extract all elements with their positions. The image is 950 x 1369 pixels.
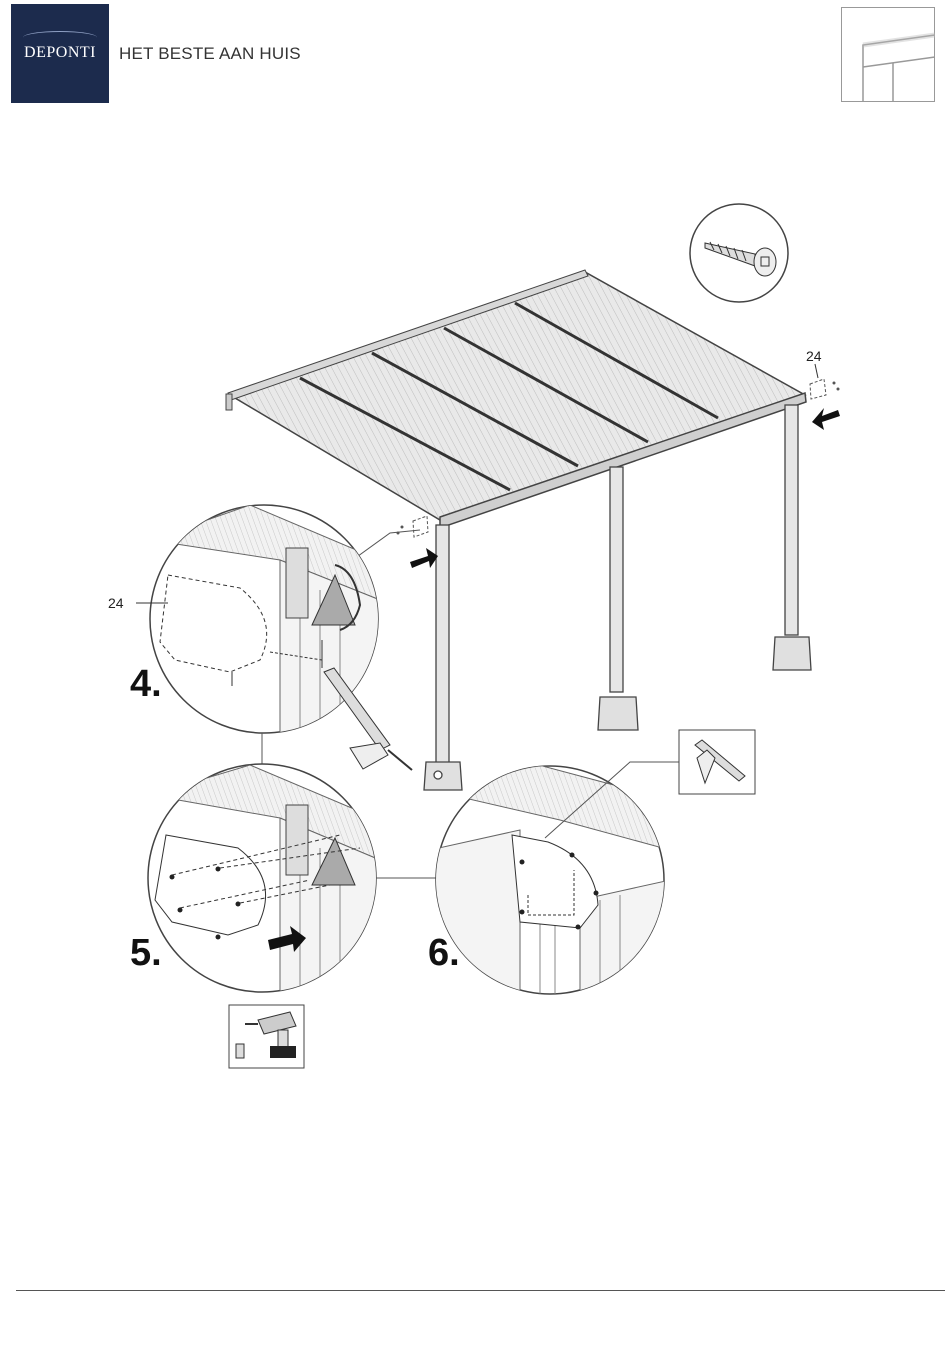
detail-circle-5 (148, 764, 380, 1000)
part-label-24-top: 24 (806, 348, 822, 364)
step-6-label: 6. (428, 932, 460, 974)
step-5-label: 5. (130, 932, 162, 974)
drill-tool-box (229, 1005, 304, 1068)
detail-circle-6 (430, 760, 670, 1000)
footer-divider (16, 1290, 945, 1291)
end-cap-right (810, 364, 840, 399)
step-4-label: 4. (130, 663, 162, 705)
end-cap-left (397, 516, 429, 537)
part-label-24-detail: 24 (108, 595, 124, 611)
screw-detail (690, 204, 788, 302)
arrow-left-icon (410, 548, 438, 568)
caulk-gun-icon (324, 668, 412, 770)
roof-panels (228, 270, 805, 520)
detail-circle-4 (136, 505, 380, 740)
arrow-right-icon (812, 408, 840, 430)
sealant-tool-box (679, 730, 755, 794)
